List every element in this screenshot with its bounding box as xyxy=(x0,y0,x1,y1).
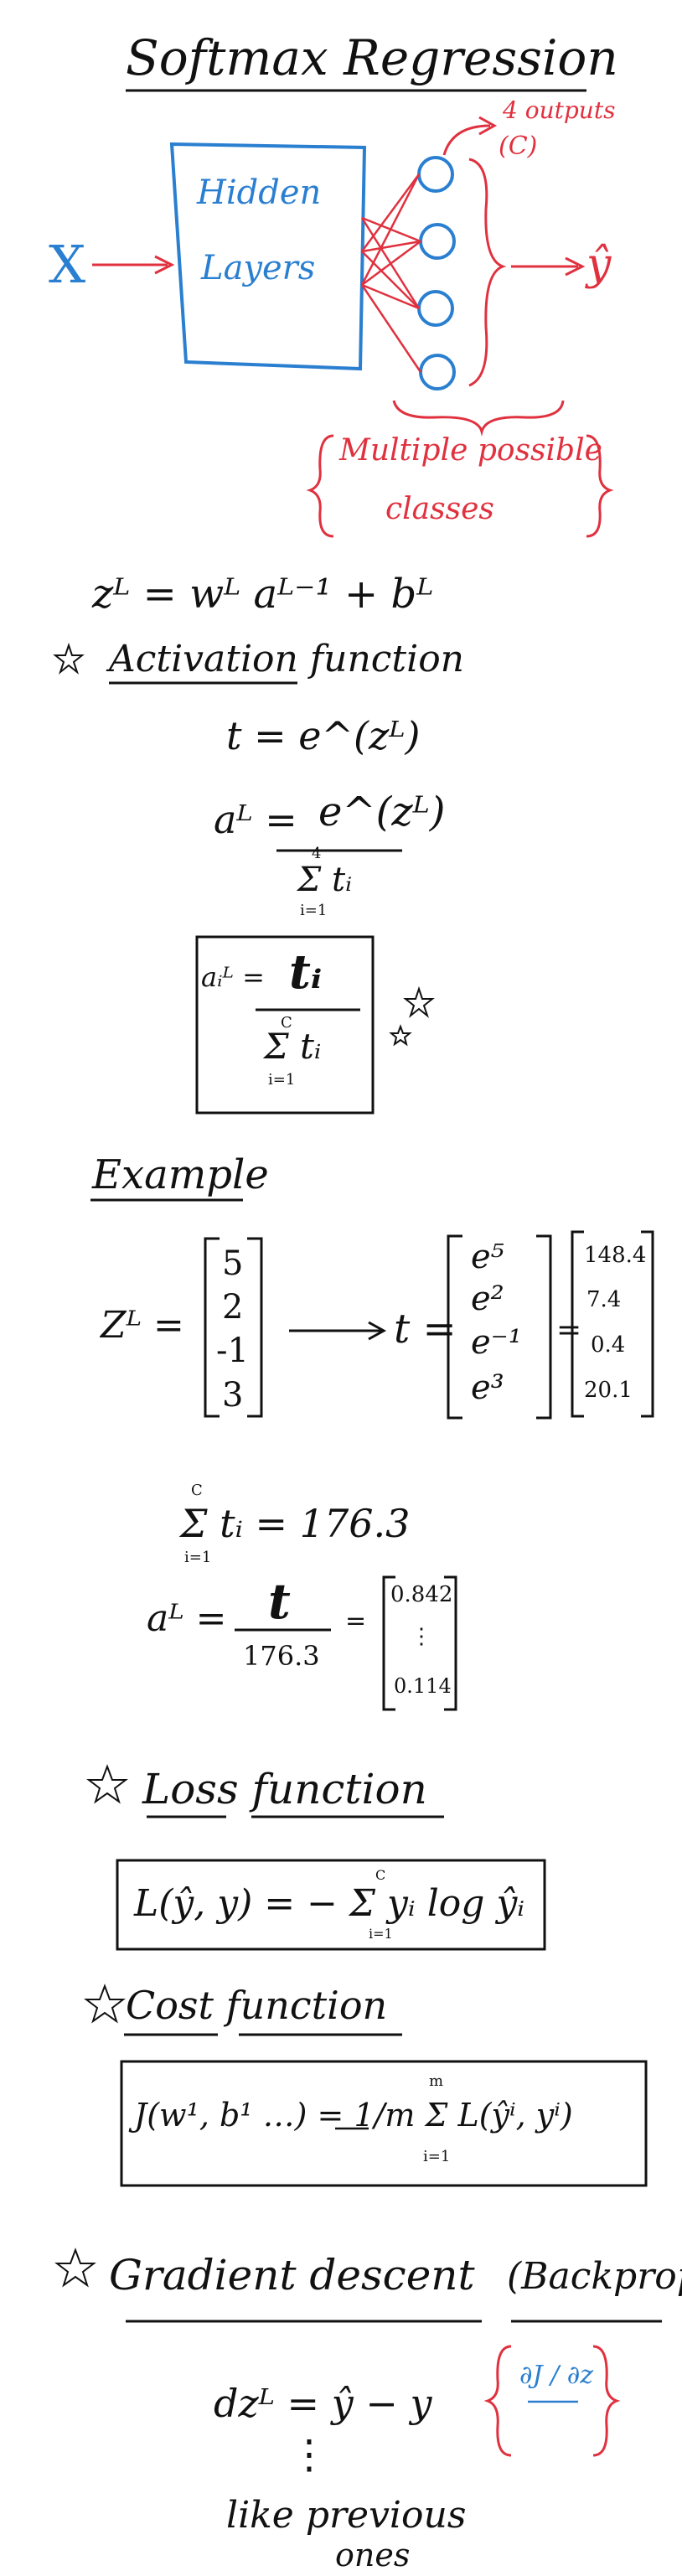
cost-box xyxy=(120,2060,648,2187)
gradient-dots: ⋮ xyxy=(289,2431,329,2478)
star-icon xyxy=(86,1764,128,1804)
star-icon xyxy=(389,1024,412,1047)
hidden-label-1: Hidden xyxy=(197,173,322,212)
box-num: tᵢ xyxy=(289,944,323,1000)
z-vec-3: 3 xyxy=(222,1376,244,1415)
a-vec-1: ⋮ xyxy=(411,1624,432,1649)
res-vec-0: 148.4 xyxy=(584,1243,647,1268)
loss-sum-bot: i=1 xyxy=(369,1926,393,1942)
loss-heading: Loss function xyxy=(142,1765,427,1813)
activation-heading: Activation function xyxy=(109,638,465,680)
box-den: Σ tᵢ xyxy=(264,1026,322,1067)
cost-heading: Cost function xyxy=(126,1983,388,2028)
eq-z: zᴸ = wᴸ aᴸ⁻¹ + bᴸ xyxy=(92,571,434,618)
loss-formula: L(ŷ, y) = − Σ yᵢ log ŷᵢ xyxy=(134,1882,525,1925)
t-vec-3: e³ xyxy=(471,1368,504,1407)
loss-box xyxy=(116,1859,546,1951)
res-vec-2: 0.4 xyxy=(591,1332,626,1358)
gradient-deriv: ∂J / ∂z xyxy=(519,2361,594,2390)
gradient-heading: Gradient descent xyxy=(109,2251,475,2299)
example-a-equals: = xyxy=(345,1606,367,1636)
example-a-lhs: aᴸ = xyxy=(147,1597,227,1640)
gradient-note-2: ones xyxy=(335,2537,411,2573)
box-den-bot: i=1 xyxy=(268,1071,296,1089)
connections xyxy=(360,173,422,373)
activation-a-den-bot: i=1 xyxy=(300,902,328,919)
gradient-paren: (Backprop) xyxy=(507,2255,682,2298)
classes-note-1: Multiple possible xyxy=(339,433,602,468)
activation-a-num: e^(zᴸ) xyxy=(318,789,446,835)
classes-note-2: classes xyxy=(385,492,494,526)
hidden-label-2: Layers xyxy=(201,249,316,287)
res-vec-1: 7.4 xyxy=(586,1287,622,1312)
loss-sum-top: C xyxy=(375,1867,386,1883)
gradient-eq: dzᴸ = ŷ − y xyxy=(214,2381,432,2426)
output-yhat: ŷ xyxy=(586,240,612,290)
outputs-note: 4 outputs xyxy=(503,96,616,124)
cost-sum-top: m xyxy=(429,2072,444,2090)
a-vec-2: 0.114 xyxy=(394,1674,452,1698)
star-icon xyxy=(54,2248,96,2288)
activation-a-lhs: aᴸ = xyxy=(214,797,297,842)
star-icon xyxy=(53,642,85,675)
outputs-count: (C) xyxy=(499,132,538,161)
z-vec-0: 5 xyxy=(222,1244,244,1283)
example-sum-bot: i=1 xyxy=(184,1549,212,1566)
activation-t-eq: t = e^(zᴸ) xyxy=(226,713,421,758)
example-sum-top: C xyxy=(191,1482,203,1499)
box-den-top: C xyxy=(281,1014,292,1032)
cost-formula: J(w¹, b¹ …) = 1/m Σ L(ŷⁱ, yⁱ) xyxy=(134,2097,573,2134)
example-t-label: t = xyxy=(394,1306,457,1353)
activation-a-den: Σ tᵢ xyxy=(297,861,353,899)
star-icon xyxy=(84,1984,126,2024)
example-a-num: t xyxy=(268,1573,291,1630)
hidden-layer-box xyxy=(169,142,367,371)
box-lhs: aᵢᴸ = xyxy=(201,961,265,993)
gradient-note-1: like previous xyxy=(226,2494,467,2537)
t-vec-2: e⁻¹ xyxy=(471,1323,522,1362)
activation-a-den-top: 4 xyxy=(312,845,322,862)
star-icon xyxy=(403,985,435,1018)
example-z-label: Zᴸ = xyxy=(101,1304,184,1347)
z-vec-2: -1 xyxy=(216,1332,249,1370)
output-neurons xyxy=(417,156,456,391)
boxed-softmax xyxy=(195,935,375,1115)
t-vec-0: e⁵ xyxy=(471,1238,504,1276)
example-equals: = xyxy=(556,1313,582,1347)
t-vec-1: e² xyxy=(471,1280,504,1318)
page-title: Softmax Regression xyxy=(126,29,618,86)
cost-sum-bot: i=1 xyxy=(423,2148,451,2165)
example-a-den: 176.3 xyxy=(243,1640,320,1672)
example-heading: Example xyxy=(92,1151,269,1198)
example-sum-eq: Σ tᵢ = 176.3 xyxy=(180,1501,411,1546)
input-x: X xyxy=(49,234,86,295)
res-vec-3: 20.1 xyxy=(584,1378,633,1403)
a-vec-0: 0.842 xyxy=(390,1582,453,1607)
z-vec-1: 2 xyxy=(222,1288,244,1327)
